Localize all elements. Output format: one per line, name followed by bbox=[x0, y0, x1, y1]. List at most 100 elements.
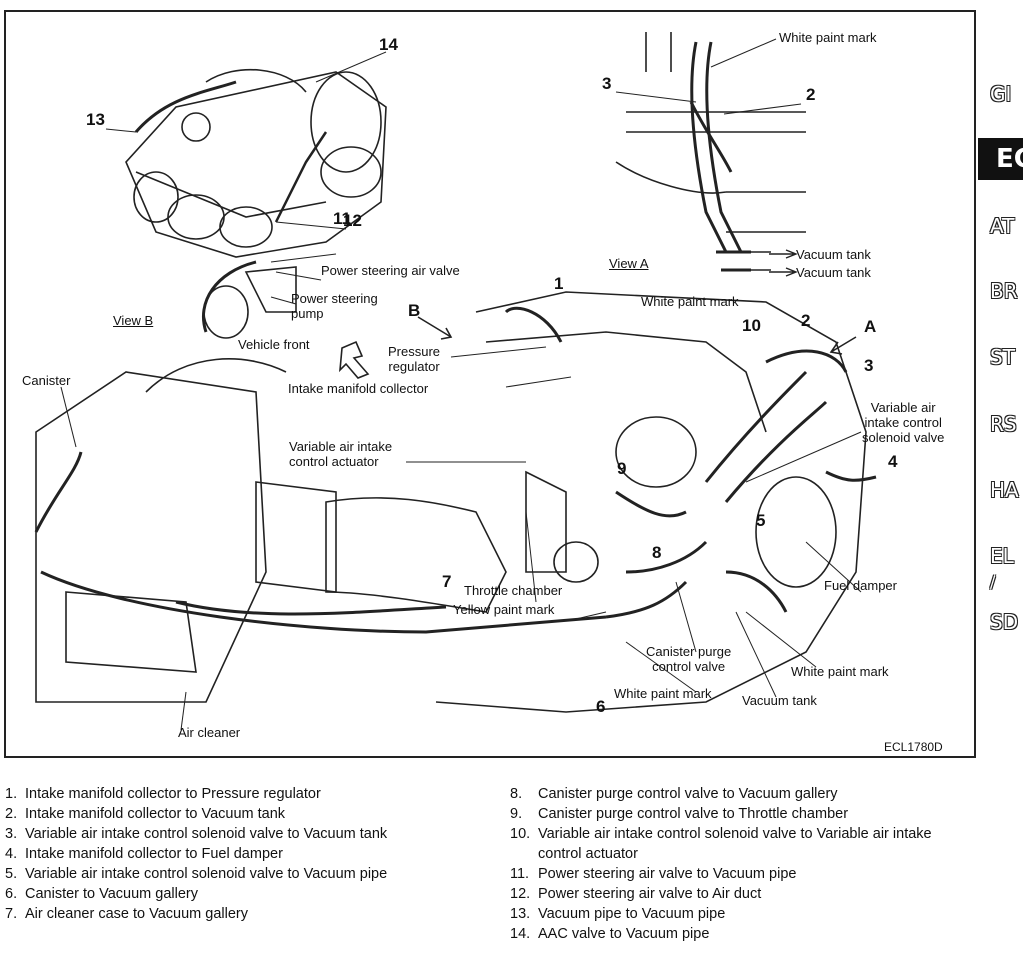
legend-item: 13. Vacuum pipe to Vacuum pipe bbox=[510, 904, 958, 924]
label-view-a: View A bbox=[609, 256, 649, 271]
legend-item: 10. Variable air intake control solenoid … bbox=[510, 824, 958, 864]
tab-rs[interactable]: RS bbox=[990, 412, 1017, 436]
legend-text: Variable air intake control solenoid val… bbox=[25, 826, 388, 842]
tab-gi[interactable]: GI bbox=[990, 82, 1012, 106]
callout-7: 7 bbox=[442, 572, 452, 591]
label-white-paint-mark-a: White paint mark bbox=[641, 294, 739, 309]
label-ps-air-valve: Power steering air valve bbox=[321, 263, 460, 278]
tab-br[interactable]: BR bbox=[990, 279, 1018, 303]
label-a-marker: A bbox=[864, 317, 877, 336]
callout-8: 8 bbox=[652, 543, 662, 562]
legend-number: 9. bbox=[510, 806, 523, 822]
tab-sd[interactable]: SD bbox=[990, 610, 1019, 634]
legend-number: 3. bbox=[5, 826, 18, 842]
view-a-drawing bbox=[615, 32, 806, 272]
legend-item: 3. Variable air intake control solenoid v… bbox=[5, 824, 387, 844]
legend-text: Intake manifold collector to Vacuum tank bbox=[25, 806, 286, 822]
label-white-paint-mark-top: White paint mark bbox=[779, 30, 877, 45]
tab-el[interactable]: EL bbox=[990, 544, 1014, 568]
legend-text: Canister purge control valve to Throttle… bbox=[538, 806, 849, 822]
vacuum-hoses bbox=[34, 306, 877, 634]
label-canister: Canister bbox=[22, 373, 71, 388]
legend-number: 2. bbox=[5, 806, 18, 822]
label-view-b: View B bbox=[113, 313, 154, 328]
callout-4: 4 bbox=[888, 452, 898, 471]
legend-item: 2. Intake manifold collector to Vacuum ta… bbox=[5, 804, 387, 824]
legend-text: Vacuum pipe to Vacuum pipe bbox=[538, 906, 726, 922]
diagram-frame: 1 2 3 4 5 6 7 8 9 10 11 12 13 14 3 2 Whi… bbox=[4, 10, 976, 758]
legend-item: 4. Intake manifold collector to Fuel damp… bbox=[5, 844, 387, 864]
callout-9: 9 bbox=[617, 459, 627, 478]
callout-6: 6 bbox=[596, 697, 606, 716]
legend-right: 8. Canister purge control valve to Vacuum… bbox=[510, 784, 958, 944]
tab-ha[interactable]: HA bbox=[990, 478, 1019, 502]
label-fuel-damper: Fuel damper bbox=[824, 578, 897, 593]
label-var-air-intake-actuator: Variable air intake control actuator bbox=[289, 439, 393, 469]
label-b-marker: B bbox=[408, 301, 421, 320]
legend-item: 5. Variable air intake control solenoid v… bbox=[5, 864, 387, 884]
callout-11: 11 bbox=[333, 209, 351, 228]
engine-vacuum-hose-illustration bbox=[34, 32, 877, 731]
legend-text: Power steering air valve to Air duct bbox=[538, 886, 762, 902]
tab-at[interactable]: AT bbox=[990, 214, 1015, 238]
legend-number: 1. bbox=[5, 786, 18, 802]
legend-number: 8. bbox=[510, 786, 523, 802]
legend-item: 6. Canister to Vacuum gallery bbox=[5, 884, 387, 904]
legend-left: 1. Intake manifold collector to Pressure … bbox=[5, 784, 387, 924]
leader-lines bbox=[60, 38, 862, 731]
label-var-air-intake-solenoid: Variable air intake control solenoid val… bbox=[862, 400, 945, 445]
view-a-callout-3: 3 bbox=[602, 74, 612, 93]
tab-slash: / bbox=[990, 572, 996, 591]
view-b-engine-drawing bbox=[125, 68, 387, 339]
tab-ec[interactable]: EC bbox=[978, 138, 1023, 180]
label-air-cleaner: Air cleaner bbox=[178, 725, 241, 740]
diagram-code: ECL1780D bbox=[884, 740, 943, 754]
legend-item: 14. AAC valve to Vacuum pipe bbox=[510, 924, 958, 944]
label-intake-manifold-collector: Intake manifold collector bbox=[288, 381, 429, 396]
label-canister-purge-valve: Canister purge control valve bbox=[646, 644, 732, 674]
legend-number: 13. bbox=[510, 906, 531, 922]
legend-number: 4. bbox=[5, 846, 18, 862]
view-a-callout-2: 2 bbox=[806, 85, 816, 104]
legend-item: 12. Power steering air valve to Air duct bbox=[510, 884, 958, 904]
legend-text: Canister purge control valve to Vacuum g… bbox=[538, 786, 838, 802]
legend-number: 11. bbox=[510, 866, 530, 882]
label-vacuum-tank-1: Vacuum tank bbox=[796, 247, 871, 262]
label-vacuum-tank-2: Vacuum tank bbox=[796, 265, 871, 280]
label-vehicle-front: Vehicle front bbox=[238, 337, 310, 352]
legend-text: Variable air intake control solenoid val… bbox=[538, 826, 932, 862]
label-yellow-paint-mark: Yellow paint mark bbox=[453, 602, 555, 617]
legend-number: 10. bbox=[510, 826, 531, 842]
legend-text: Canister to Vacuum gallery bbox=[25, 886, 199, 902]
main-engine-drawing bbox=[35, 291, 867, 713]
legend-text: Intake manifold collector to Fuel damper bbox=[25, 846, 283, 862]
legend-text: Intake manifold collector to Pressure re… bbox=[25, 786, 321, 802]
legend-number: 5. bbox=[5, 866, 18, 882]
legend-text: Variable air intake control solenoid val… bbox=[25, 866, 388, 882]
legend-number: 14. bbox=[510, 926, 531, 942]
legend-number: 7. bbox=[5, 906, 18, 922]
legend-item: 7. Air cleaner case to Vacuum gallery bbox=[5, 904, 387, 924]
label-white-paint-mark-bottom: White paint mark bbox=[614, 686, 712, 701]
callout-1: 1 bbox=[554, 274, 564, 293]
label-throttle-chamber: Throttle chamber bbox=[464, 583, 563, 598]
legend-item: 8. Canister purge control valve to Vacuum… bbox=[510, 784, 958, 804]
legend-text: AAC valve to Vacuum pipe bbox=[538, 926, 710, 942]
legend-text: Power steering air valve to Vacuum pipe bbox=[538, 866, 797, 882]
label-ps-pump: Power steering pump bbox=[291, 291, 378, 321]
legend-item: 1. Intake manifold collector to Pressure … bbox=[5, 784, 387, 804]
tab-st[interactable]: ST bbox=[990, 345, 1015, 369]
label-vacuum-tank-bottom: Vacuum tank bbox=[742, 693, 817, 708]
legend-number: 12. bbox=[510, 886, 531, 902]
legend-item: 9. Canister purge control valve to Thrott… bbox=[510, 804, 958, 824]
callout-3: 3 bbox=[864, 356, 874, 375]
label-white-paint-mark-right: White paint mark bbox=[791, 664, 889, 679]
legend-text: Air cleaner case to Vacuum gallery bbox=[25, 906, 248, 922]
label-pressure-regulator: Pressure regulator bbox=[388, 344, 441, 374]
callout-2: 2 bbox=[801, 311, 811, 330]
legend-number: 6. bbox=[5, 886, 18, 902]
callout-12: 12 bbox=[343, 211, 362, 230]
callout-10: 10 bbox=[742, 316, 761, 335]
callout-14: 14 bbox=[379, 35, 398, 54]
callout-5: 5 bbox=[756, 511, 766, 530]
